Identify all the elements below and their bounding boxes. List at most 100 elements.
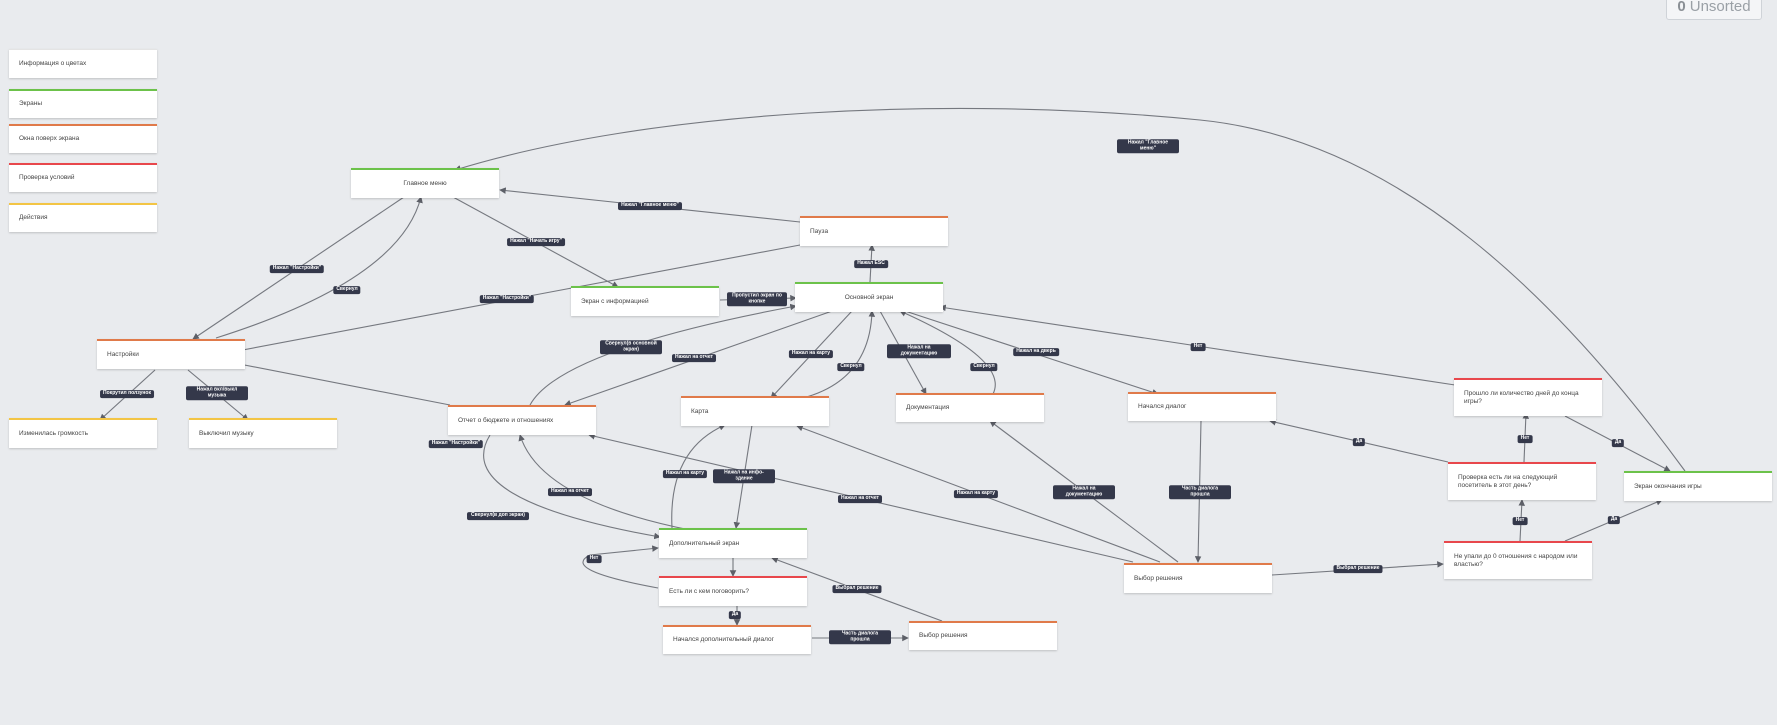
edge-report-to-extra: [483, 434, 661, 540]
node-budget-report[interactable]: Отчет о бюджете и отношениях: [448, 405, 596, 435]
node-check-visitors[interactable]: Проверка есть ли на следующий посетитель…: [1448, 462, 1596, 500]
node-label: Изменилась громкость: [19, 429, 89, 437]
edge-label: Нет: [586, 555, 602, 563]
node-label: Выключил музыку: [199, 429, 254, 437]
edge-label: Покрутил ползунок: [100, 390, 154, 398]
node-label: Отчет о бюджете и отношениях: [458, 416, 554, 424]
node-label: Есть ли с кем поговорить?: [669, 587, 749, 595]
edge-extra-to-report: [518, 434, 691, 531]
node-label: Пауза: [810, 227, 829, 235]
node-volume-changed[interactable]: Изменилась громкость: [9, 418, 157, 448]
node-label: Карта: [691, 407, 709, 415]
edge-label: Да: [1611, 439, 1625, 447]
legend-label: Окна поверх экрана: [19, 135, 80, 143]
node-music-off[interactable]: Выключил музыку: [189, 418, 337, 448]
edge-label: Свернул(в основной экран): [600, 340, 662, 354]
legend-actions[interactable]: Действия: [9, 203, 157, 232]
edge-settings-to-main-menu: [215, 196, 423, 339]
edge-report-to-base: [529, 303, 797, 406]
node-pause[interactable]: Пауза: [800, 216, 948, 246]
node-map[interactable]: Карта: [681, 396, 829, 426]
node-decision-main[interactable]: Выбор решения: [1124, 563, 1272, 593]
node-label: Настройки: [107, 350, 139, 358]
node-end-screen[interactable]: Экран окончания игры: [1624, 471, 1772, 501]
legend-colors-info[interactable]: Информация о цветах: [9, 49, 157, 78]
edge-label: Да: [1607, 516, 1621, 524]
edge-label: Да: [1352, 438, 1366, 446]
edge-label: Нажал на карту: [788, 350, 834, 358]
node-label: Выбор решения: [1134, 574, 1183, 582]
unsorted-count: 0: [1677, 0, 1686, 15]
node-label: Дополнительный экран: [669, 539, 740, 547]
edge-label: Нажал на документацию: [1053, 485, 1115, 499]
legend-overlays[interactable]: Окна поверх экрана: [9, 124, 157, 153]
edge-label: Выбрал решение: [1333, 565, 1383, 573]
edge-label: Да: [728, 611, 742, 619]
edge-label: Часть диалога прошла: [1169, 485, 1231, 499]
node-main-menu[interactable]: Главное меню: [351, 168, 499, 198]
legend-screens[interactable]: Экраны: [9, 89, 157, 118]
node-label: Основной экран: [844, 293, 894, 301]
edge-label: Нажал "Главное меню": [1117, 139, 1179, 153]
node-base-screen[interactable]: Основной экран: [795, 282, 943, 312]
edge-label: Выбрал решение: [832, 585, 882, 593]
edge-label: Нажал "Начать игру": [507, 238, 565, 246]
node-settings[interactable]: Настройки: [97, 339, 245, 369]
legend-label: Проверка условий: [19, 174, 75, 182]
node-relations-zero[interactable]: Не упали до 0 отношения с народом или вл…: [1444, 541, 1592, 579]
node-label: Не упали до 0 отношения с народом или вл…: [1454, 552, 1578, 568]
edge-label: Нажал на отчет: [548, 488, 592, 496]
edge-docs-to-base: [899, 310, 996, 395]
node-can-talk[interactable]: Есть ли с кем поговорить?: [659, 576, 807, 606]
edge-label: Нажал "Главное меню": [618, 202, 682, 210]
edge-label: Свернул: [837, 363, 865, 371]
node-label: Документация: [906, 404, 950, 412]
edge-label: Часть диалога прошла: [829, 630, 891, 644]
node-label: Проверка есть ли на следующий посетитель…: [1458, 473, 1558, 489]
node-days-passed[interactable]: Прошло ли количество дней до конца игры?: [1454, 378, 1602, 416]
node-label: Начался дополнительный диалог: [673, 636, 775, 644]
edge-report-to-settings: [223, 358, 451, 406]
edge-can-talk-to-extra: [582, 545, 659, 589]
edge-label: Пропустил экран по кнопке: [727, 292, 787, 306]
edge-label: Нет: [1517, 435, 1533, 443]
node-label: Выбор решения: [919, 632, 968, 640]
edge-extra-to-map: [671, 424, 726, 529]
edge-end-to-main-menu: [454, 107, 1686, 472]
node-label: Прошло ли количество дней до конца игры?: [1464, 389, 1579, 405]
edge-label: Нажал "Настройки": [428, 440, 484, 448]
node-dialog-started[interactable]: Начался диалог: [1128, 392, 1276, 421]
node-label: Главное меню: [403, 179, 447, 187]
node-label: Начался диалог: [1138, 403, 1187, 411]
edge-label: Нет: [1190, 343, 1206, 351]
edge-label: Свернул: [333, 286, 361, 294]
edge-label: Свернул(в доп экран): [467, 512, 529, 520]
legend-label: Информация о цветах: [19, 59, 87, 67]
edge-label: Нажал ESC: [854, 260, 888, 268]
node-extra-screen[interactable]: Дополнительный экран: [659, 528, 807, 558]
edge-label: Нажал на карту: [953, 490, 999, 498]
edge-label: Нажал "Настройки": [269, 265, 325, 273]
unsorted-label: Unsorted: [1689, 0, 1751, 15]
edge-label: Нажал вкл/выкл музыка: [186, 386, 248, 400]
node-label: Экран окончания игры: [1634, 482, 1702, 490]
legend-label: Действия: [19, 214, 48, 222]
node-label: Экран с информацией: [581, 297, 649, 305]
edge-label: Нажал на отчет: [672, 354, 716, 362]
edge-label: Свернул: [970, 363, 998, 371]
edge-label: Нет: [1512, 517, 1528, 525]
edge-label: Нажал на карту: [662, 470, 708, 478]
node-info-screen[interactable]: Экран с информацией: [571, 286, 719, 316]
edge-label: Нажал "Настройки": [479, 295, 535, 303]
node-extra-dialog[interactable]: Начался дополнительный диалог: [663, 625, 811, 654]
edge-label: Нажал на отчет: [838, 495, 882, 503]
legend-condition-checks[interactable]: Проверка условий: [9, 163, 157, 192]
unsorted-counter[interactable]: 0 Unsorted: [1666, 0, 1762, 20]
edge-label: Нажал на инфо-здание: [713, 469, 775, 483]
edge-label: Нажал на документацию: [887, 344, 951, 358]
edge-label: Нажал на дверь: [1013, 348, 1059, 356]
legend-label: Экраны: [19, 100, 43, 108]
node-docs[interactable]: Документация: [896, 393, 1044, 422]
node-decision-extra[interactable]: Выбор решения: [909, 621, 1057, 650]
